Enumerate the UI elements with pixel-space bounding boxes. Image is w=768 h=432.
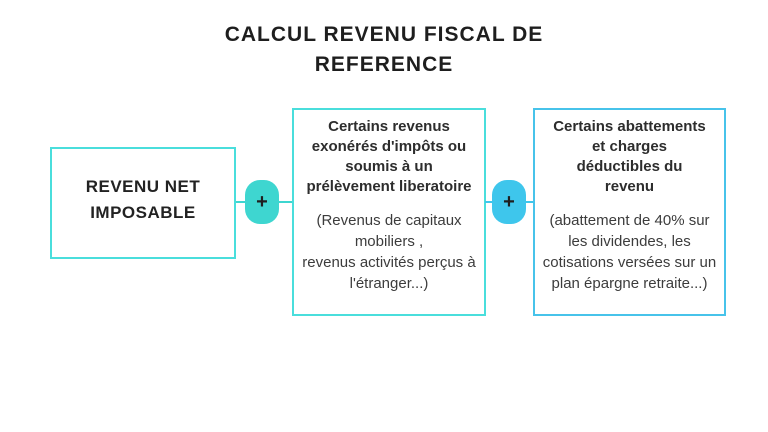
box-abattements-charges-detail: (abattement de 40% sur les dividendes, l… [542, 212, 717, 292]
page-title: CALCUL REVENU FISCAL DE REFERENCE [224, 23, 544, 76]
box-revenu-net-imposable: REVENU NET IMPOSABLE [50, 147, 236, 259]
box-revenus-exoneres-heading: Certains revenus exonérés d'impôts ou so… [306, 118, 472, 195]
plus-icon: + [503, 191, 515, 213]
plus-icon: + [256, 191, 268, 213]
box-abattements-charges: Certains abattements et charges déductib… [533, 108, 726, 316]
plus-operator-2: + [492, 180, 526, 224]
box-revenus-exoneres: Certains revenus exonérés d'impôts ou so… [292, 108, 486, 316]
box-abattements-charges-heading: Certains abattements et charges déductib… [553, 118, 706, 195]
plus-operator-1: + [245, 180, 279, 224]
box-revenus-exoneres-detail: (Revenus de capitaux mobiliers , revenus… [302, 212, 476, 292]
box-revenu-net-imposable-label: REVENU NET IMPOSABLE [85, 177, 201, 222]
